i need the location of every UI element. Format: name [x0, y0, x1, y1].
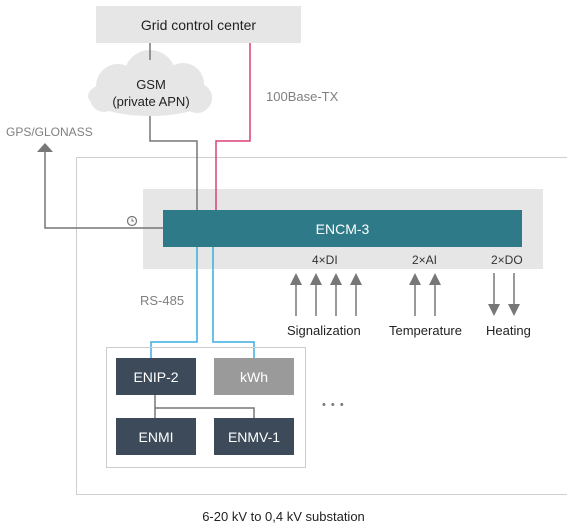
ai-arrows [409, 273, 441, 316]
device-enmi-label: ENMI [138, 428, 174, 445]
io-ai-label: 2×AI [412, 253, 438, 267]
wire-gps [44, 152, 163, 229]
heating-label: Heating [486, 323, 531, 338]
ethernet-label: 100Base-TX [266, 89, 339, 104]
do-arrows [488, 273, 520, 316]
gps-label: GPS/GLONASS [6, 125, 93, 139]
substation-label: 6-20 kV to 0,4 kV substation [202, 509, 365, 524]
gsm-line2: (private APN) [112, 94, 190, 109]
wire-ethernet [215, 43, 251, 210]
device-enip-label: ENIP-2 [133, 368, 179, 385]
encm-controller: ENCM-3 [163, 210, 522, 247]
io-do-label: 2×DO [491, 253, 523, 267]
device-enmv: ENMV-1 [214, 418, 294, 455]
wire-rs485-b [212, 247, 255, 358]
device-enmi: ENMI [116, 418, 196, 455]
gsm-label: GSM (private APN) [112, 76, 190, 110]
di-arrows [290, 273, 362, 316]
device-enip: ENIP-2 [116, 358, 196, 395]
device-kwh-label: kWh [240, 368, 268, 385]
encm-label: ENCM-3 [315, 220, 370, 237]
wire-gsm-to-encm [149, 116, 198, 210]
device-kwh: kWh [214, 358, 294, 395]
grid-control-center: Grid control center [96, 6, 301, 43]
rs485-label: RS-485 [140, 293, 185, 308]
wire-enip-to-enmv [155, 407, 255, 418]
more-devices-ellipsis: • • • [322, 399, 345, 411]
signalization-label: Signalization [287, 323, 361, 338]
temperature-label: Temperature [389, 323, 462, 338]
clock-icon [126, 215, 138, 227]
wire-rs485-a [150, 247, 198, 358]
gsm-line1: GSM [136, 77, 166, 92]
grid-control-center-label: Grid control center [140, 16, 257, 33]
io-di-label: 4×DI [312, 253, 338, 267]
gsm-cloud-shape [88, 50, 212, 116]
gps-antenna-shape [37, 143, 53, 152]
devices-frame [106, 347, 306, 468]
substation-frame [76, 157, 567, 495]
device-enmv-label: ENMV-1 [227, 428, 281, 445]
